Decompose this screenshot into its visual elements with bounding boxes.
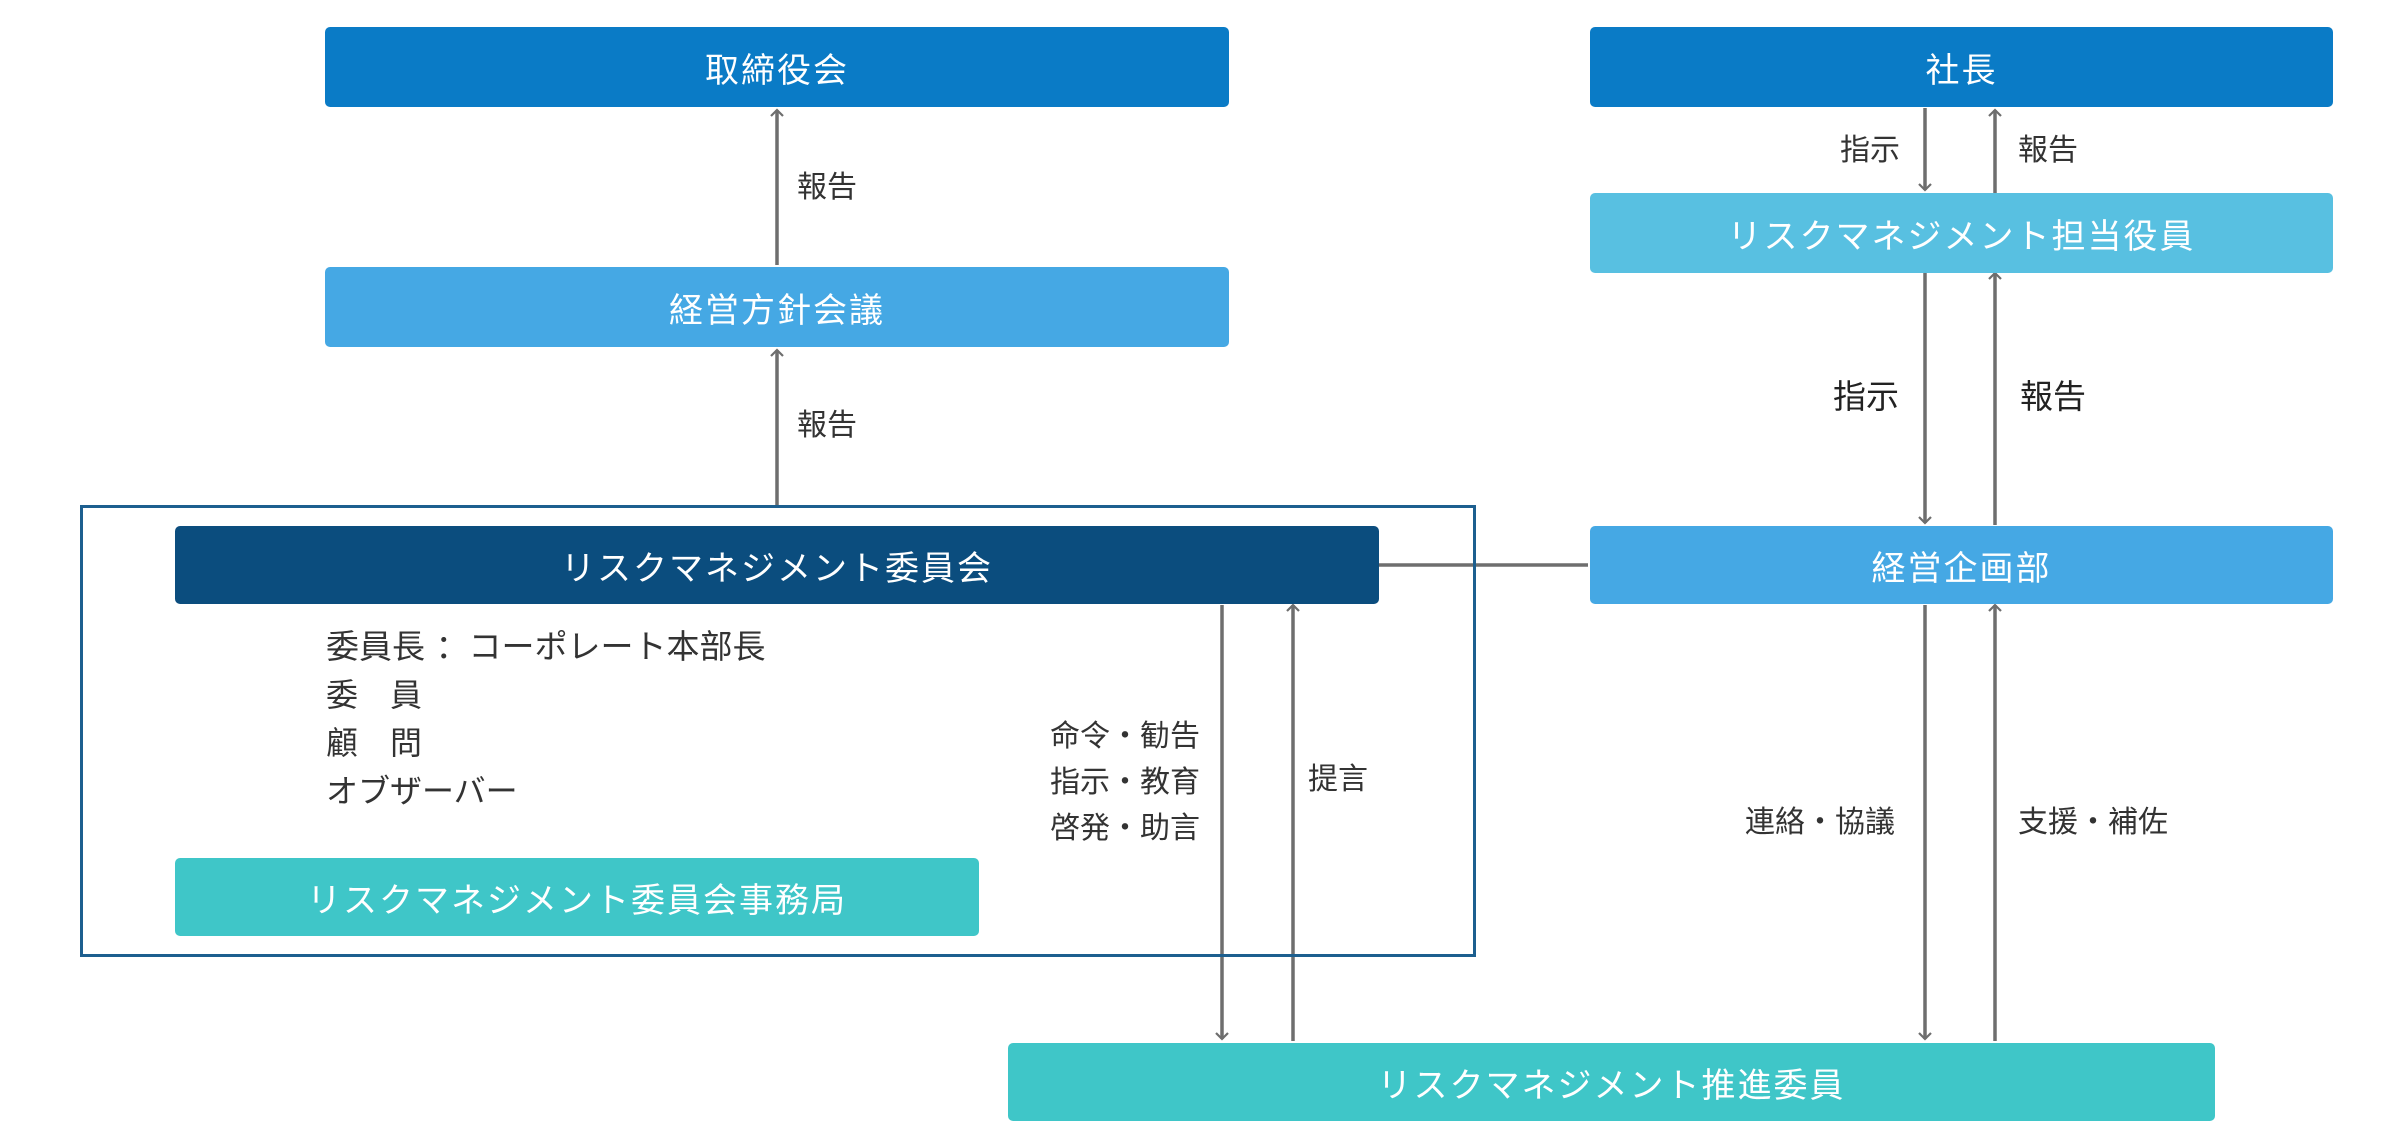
committee-chair: 委員長 ：コーポレート本部長 [326, 627, 766, 666]
promotion-members-box: リスクマネジメント推進委員 [1008, 1043, 2215, 1121]
president-box: 社長 [1590, 27, 2333, 107]
committee-observer: オブザーバー [326, 772, 518, 810]
label-president-instruct: 指示 [1840, 133, 1900, 168]
label-committee-down: 命令・勧告 指示・教育 啓発・助言 [1040, 714, 1200, 852]
rm-officer-box: リスクマネジメント担当役員 [1590, 193, 2333, 273]
label-committee-down-1: 命令・勧告 [1050, 719, 1200, 754]
policy-meeting-box: 経営方針会議 [325, 267, 1229, 347]
board-box: 取締役会 [325, 27, 1229, 107]
rm-committee-box: リスクマネジメント委員会 [175, 526, 1379, 604]
label-support: 支援・補佐 [2018, 805, 2168, 840]
committee-advisor: 顧 問 [326, 724, 423, 762]
label-officer-instruct: 指示 [1833, 377, 1899, 416]
committee-member: 委 員 [326, 676, 423, 714]
label-committee-down-3: 啓発・助言 [1050, 811, 1200, 846]
label-officer-report: 報告 [2018, 133, 2078, 168]
committee-frame [80, 505, 1476, 957]
label-committee-down-2: 指示・教育 [1050, 765, 1200, 800]
label-policy-to-board: 報告 [797, 170, 857, 205]
planning-dept-box: 経営企画部 [1590, 526, 2333, 604]
label-liaison: 連絡・協議 [1745, 805, 1895, 840]
label-planning-report: 報告 [2020, 377, 2086, 416]
secretariat-box: リスクマネジメント委員会事務局 [175, 858, 979, 936]
label-proposal: 提言 [1308, 762, 1368, 797]
label-committee-to-policy: 報告 [797, 408, 857, 443]
